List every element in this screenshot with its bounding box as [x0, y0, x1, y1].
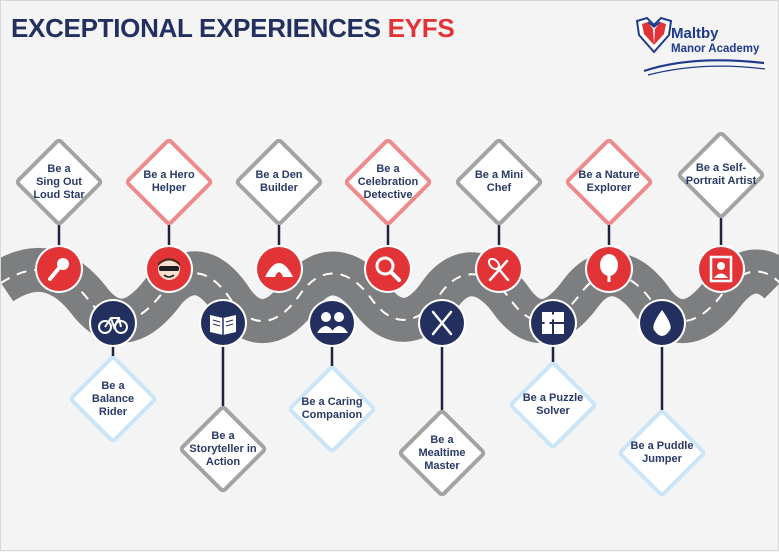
tree-icon	[600, 254, 618, 282]
experience-label: Be a Storyteller in Action	[189, 429, 257, 468]
people-icon	[317, 312, 348, 333]
label-diamond	[179, 405, 267, 493]
logo-line-2: Manor Academy	[671, 43, 760, 55]
experience-label: Be a Nature Explorer	[578, 169, 640, 194]
puzzle-icon	[542, 312, 564, 334]
experience-label: Be a Mealtime Master	[418, 433, 466, 472]
label-diamond	[235, 138, 323, 226]
microphone-icon	[48, 258, 69, 281]
label-diamond	[455, 138, 543, 226]
label-diamond	[15, 138, 103, 226]
school-logo: Maltby Manor Academy	[634, 15, 766, 79]
road-centre-line	[1, 269, 779, 322]
label-diamond	[288, 365, 376, 453]
magnifier-icon	[375, 256, 401, 282]
logo-emblem-icon	[635, 16, 673, 54]
label-diamond	[125, 138, 213, 226]
label-diamond	[677, 131, 765, 219]
experience-label: Be a Den Builder	[255, 169, 303, 194]
experience-label: Be a Balance Rider	[91, 379, 135, 418]
label-diamond	[398, 409, 486, 497]
portrait-icon	[709, 255, 733, 283]
hero-face-icon	[158, 258, 180, 280]
experience-label: Be a Puzzle Solver	[522, 392, 584, 417]
experience-label: Be a Self- Portrait Artist	[685, 162, 757, 187]
logo-swoosh-icon	[643, 59, 766, 76]
bicycle-icon	[98, 317, 128, 334]
label-diamond	[618, 409, 706, 497]
experience-label: Be a Celebration Detective	[357, 162, 419, 201]
water-drop-icon	[653, 310, 671, 336]
title-accent: EYFS	[387, 13, 455, 43]
experience-label: Be a Puddle Jumper	[630, 440, 694, 465]
label-diamond	[344, 138, 432, 226]
logo-line-1: Maltby	[671, 25, 719, 42]
experience-label: Be a Hero Helper	[143, 169, 195, 194]
label-diamond	[565, 138, 653, 226]
cutlery-icon	[431, 310, 453, 336]
experience-label: Be a Mini Chef	[474, 169, 524, 194]
experience-label: Be a Caring Companion	[301, 396, 363, 421]
experience-label: Be a Sing Out Loud Star	[33, 162, 85, 201]
title-main: EXCEPTIONAL EXPERIENCES	[11, 13, 381, 43]
badge-circle	[366, 247, 410, 291]
badge-circle	[310, 301, 354, 345]
open-book-icon	[210, 315, 236, 335]
label-diamond	[69, 355, 157, 443]
den-icon	[265, 263, 293, 277]
page-title: EXCEPTIONAL EXPERIENCES EYFS	[11, 13, 455, 44]
utensils-icon	[487, 257, 510, 282]
label-diamond	[509, 361, 597, 449]
badge-circle	[531, 301, 575, 345]
